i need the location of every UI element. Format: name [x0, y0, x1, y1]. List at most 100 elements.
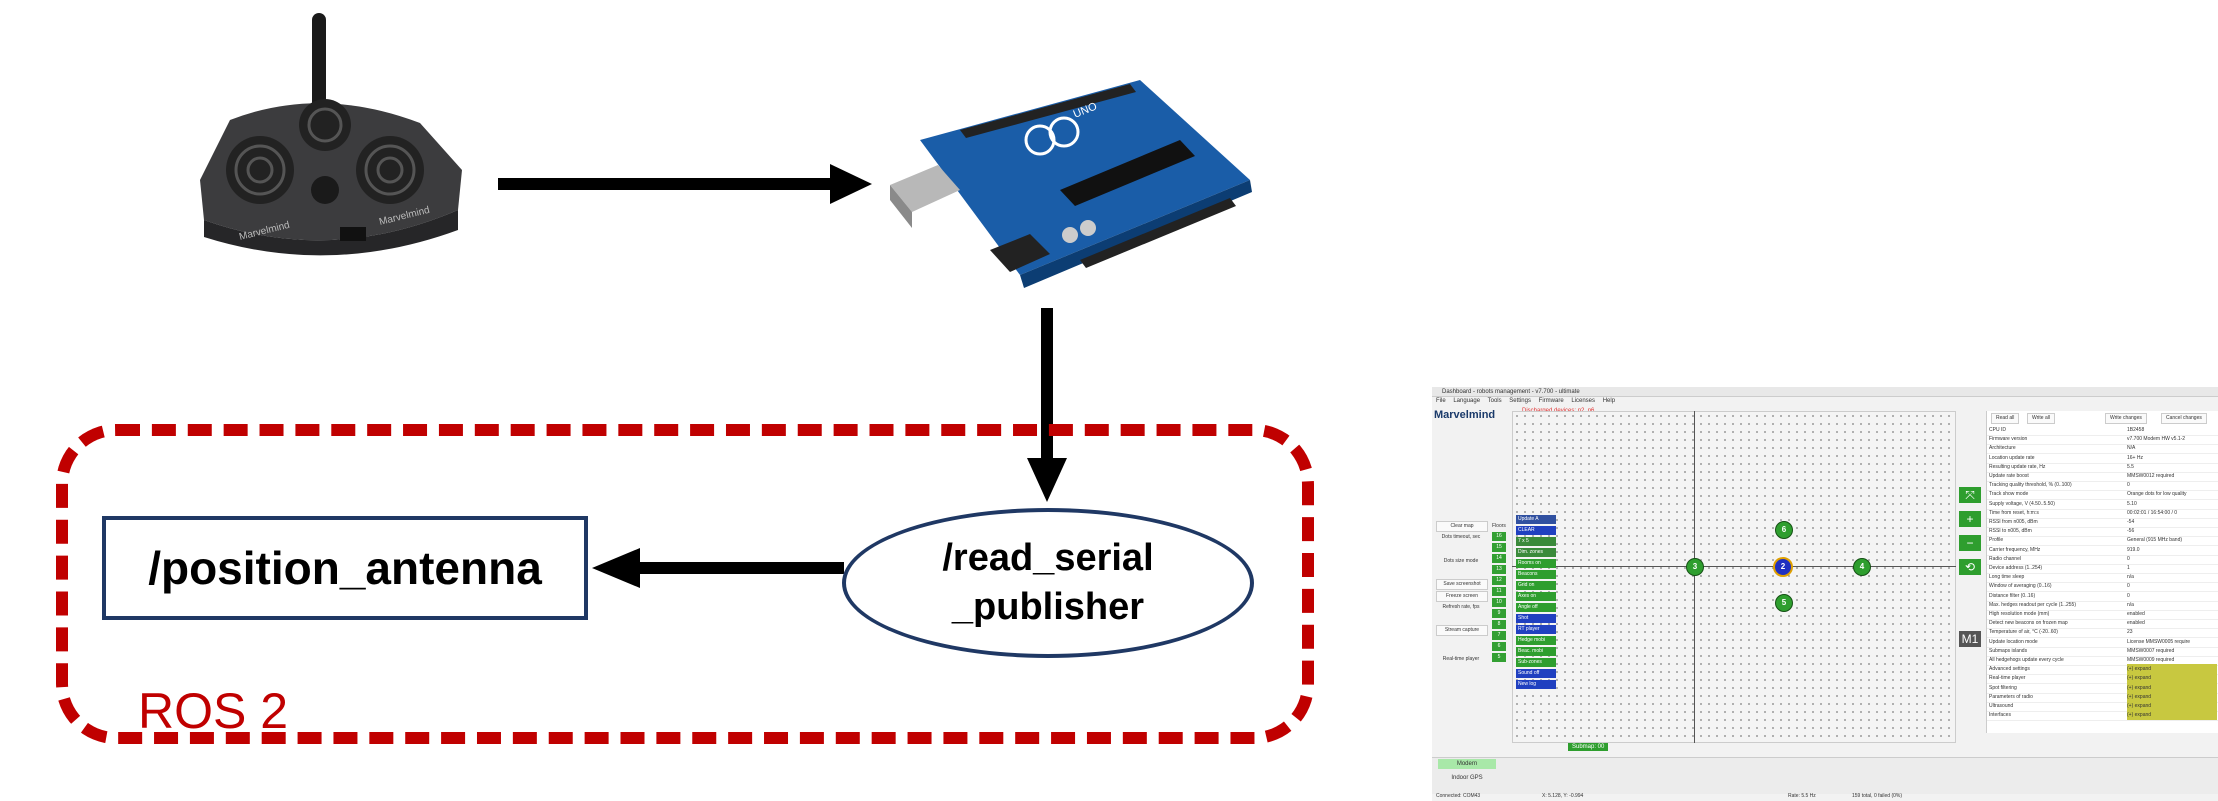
- property-row[interactable]: RSSI to n005, dBm-56: [1987, 526, 2218, 538]
- property-value[interactable]: 23: [2127, 629, 2133, 636]
- property-value[interactable]: -56: [2127, 528, 2135, 535]
- floor-9[interactable]: 9: [1492, 609, 1506, 618]
- option-grid-size[interactable]: 7 x 5: [1516, 537, 1556, 546]
- property-value[interactable]: (+) expand: [2127, 701, 2217, 711]
- option-rt-player[interactable]: RT player: [1516, 625, 1556, 634]
- property-value[interactable]: 00:02:01 / 16:54:00 / 0: [2127, 509, 2178, 516]
- floor-13[interactable]: 13: [1492, 565, 1506, 574]
- property-value[interactable]: 0: [2127, 555, 2130, 562]
- option-grid[interactable]: Grid on: [1516, 581, 1556, 590]
- property-value[interactable]: 1: [2127, 565, 2130, 571]
- property-value[interactable]: General (915 MHz band): [2127, 537, 2183, 544]
- property-value[interactable]: 16+ Hz: [2127, 454, 2143, 461]
- property-value[interactable]: 0: [2127, 583, 2130, 590]
- option-sound[interactable]: Sound off: [1516, 669, 1556, 678]
- property-row[interactable]: Parameters of radio(+) expand: [1987, 691, 2218, 703]
- floor-12[interactable]: 12: [1492, 576, 1506, 585]
- property-row[interactable]: Ultrasound(+) expand: [1987, 701, 2218, 712]
- zoom-out-icon[interactable]: −: [1959, 535, 1981, 551]
- property-value[interactable]: n/a: [2127, 574, 2134, 581]
- write-all-button[interactable]: Write all: [2027, 413, 2055, 424]
- option-sub-zones[interactable]: Sub-zones: [1516, 658, 1556, 667]
- menu-licenses[interactable]: Licenses: [1571, 398, 1596, 404]
- property-value[interactable]: 5.5: [2127, 463, 2134, 470]
- property-value[interactable]: (+) expand: [2127, 682, 2217, 693]
- property-value[interactable]: (+) expand: [2127, 673, 2217, 684]
- property-value[interactable]: 1B2458: [2127, 427, 2145, 433]
- option-update[interactable]: Update A: [1516, 515, 1556, 524]
- property-value[interactable]: Orange dots for low quality: [2127, 491, 2187, 498]
- option-rooms[interactable]: Rooms on: [1516, 559, 1556, 568]
- property-row[interactable]: Interfaces(+) expand: [1987, 710, 2218, 722]
- mode-indoor-gps-button[interactable]: Indoor GPS: [1451, 775, 1483, 781]
- floor-10[interactable]: 10: [1492, 598, 1506, 607]
- floor-15[interactable]: 15: [1492, 543, 1506, 552]
- m1-icon[interactable]: M1: [1959, 631, 1981, 647]
- real-time-player-checkbox[interactable]: Real-time player: [1442, 656, 1480, 662]
- cancel-changes-button[interactable]: Cancel changes: [2161, 413, 2207, 424]
- menu-help[interactable]: Help: [1602, 398, 1616, 404]
- hedge-2[interactable]: 2: [1773, 557, 1793, 577]
- beacon-5[interactable]: 5: [1775, 594, 1793, 612]
- option-beacons[interactable]: Beacons: [1516, 570, 1556, 579]
- menu-file[interactable]: File: [1436, 398, 1446, 404]
- option-beacon-mobile[interactable]: Beac. mobi: [1516, 647, 1556, 656]
- beacon-3[interactable]: 3: [1686, 558, 1704, 576]
- property-row[interactable]: Spot filtering(+) expand: [1987, 682, 2218, 694]
- map-canvas[interactable]: [1512, 411, 1956, 743]
- option-dim-zones[interactable]: Dim. zones: [1516, 548, 1556, 557]
- option-hedge-mobile[interactable]: Hedge mobi: [1516, 636, 1556, 645]
- mode-modern-button[interactable]: Modern: [1438, 759, 1496, 769]
- menu-settings[interactable]: Settings: [1509, 398, 1531, 404]
- property-row[interactable]: High resolution mode (mm)enabled: [1987, 609, 2218, 620]
- read-all-button[interactable]: Read all: [1991, 413, 2020, 424]
- property-value[interactable]: enabled: [2127, 620, 2145, 627]
- floor-16[interactable]: 16: [1492, 532, 1506, 541]
- property-row[interactable]: Tracking quality threshold, % (0..100)0: [1987, 480, 2218, 492]
- floor-5[interactable]: 5: [1492, 653, 1506, 662]
- zoom-fit-icon[interactable]: ⤧: [1959, 487, 1981, 503]
- property-value[interactable]: MMSW0012 required: [2127, 473, 2175, 479]
- save-screenshot-button[interactable]: Save screenshot: [1436, 579, 1488, 590]
- freeze-screen-button[interactable]: Freeze screen: [1436, 591, 1488, 602]
- property-row[interactable]: Distance filter (0..16)0: [1987, 591, 2218, 602]
- property-row[interactable]: Supply voltage, V (4.50..5.50)5.10: [1987, 499, 2218, 510]
- property-value[interactable]: (+) expand: [2127, 691, 2217, 702]
- floor-11[interactable]: 11: [1492, 587, 1506, 596]
- property-value[interactable]: 0: [2127, 592, 2130, 599]
- option-angle[interactable]: Angle off: [1516, 603, 1556, 612]
- property-value[interactable]: (+) expand: [2127, 664, 2217, 675]
- stream-capture-button[interactable]: Stream capture: [1436, 625, 1488, 636]
- property-value[interactable]: 5.10: [2127, 500, 2137, 507]
- property-value[interactable]: -54: [2127, 519, 2135, 525]
- option-clear[interactable]: CLEAR: [1516, 526, 1556, 535]
- rotate-icon[interactable]: ⟲: [1959, 559, 1981, 575]
- menu-tools[interactable]: Tools: [1487, 398, 1502, 404]
- property-value[interactable]: MMSW0007 required: [2127, 647, 2175, 654]
- property-row[interactable]: Max. hedges readout per cycle (1..255)n/…: [1987, 600, 2218, 611]
- property-row[interactable]: Advanced settings(+) expand: [1987, 664, 2218, 676]
- property-row[interactable]: Temperature of air, °C (-20..60)23: [1987, 627, 2218, 639]
- floor-6[interactable]: 6: [1492, 642, 1506, 651]
- zoom-in-icon[interactable]: +: [1959, 511, 1981, 527]
- option-new-log[interactable]: New log: [1516, 680, 1556, 689]
- property-row[interactable]: Real-time player(+) expand: [1987, 673, 2218, 685]
- menu-firmware[interactable]: Firmware: [1538, 398, 1564, 404]
- property-value[interactable]: (+) expand: [2127, 710, 2217, 721]
- property-row[interactable]: Device address (1..254)1: [1987, 563, 2218, 574]
- property-value[interactable]: 0: [2127, 482, 2130, 489]
- property-value[interactable]: License MMSW0005 require: [2127, 638, 2191, 645]
- property-row[interactable]: RSSI from n005, dBm-54: [1987, 517, 2218, 528]
